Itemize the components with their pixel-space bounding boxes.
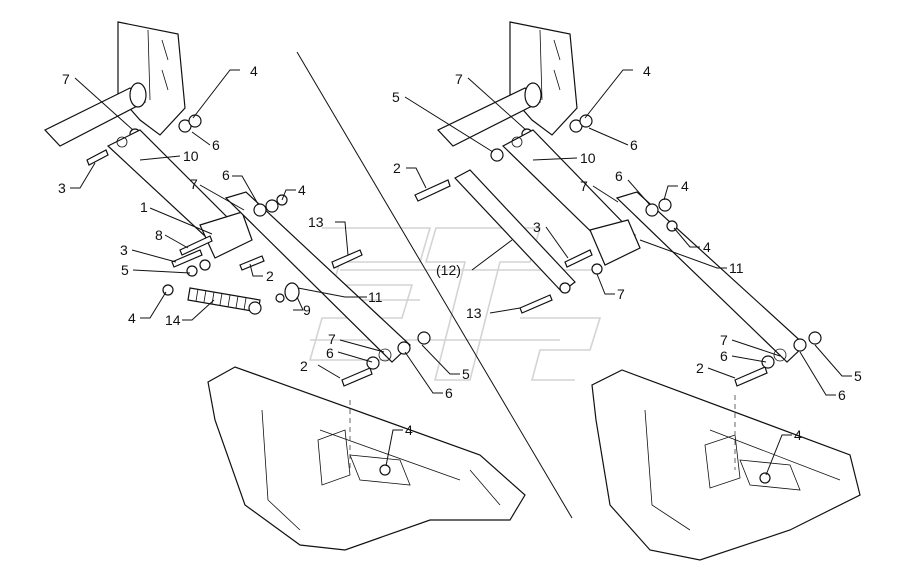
callout-L5b: 5: [462, 366, 470, 382]
callout-R7d: 7: [720, 332, 728, 348]
callout-R7c: 7: [617, 286, 625, 302]
leader-lines: [70, 69, 852, 476]
callout-L1: 1: [140, 199, 148, 215]
callout-R11: 11: [729, 260, 744, 276]
callout-L6d: 6: [445, 385, 453, 401]
callout-R6b: 6: [615, 168, 623, 184]
arm-11-left: [224, 191, 411, 363]
callout-R5a: 5: [392, 89, 400, 105]
callout-L2a: 2: [266, 268, 274, 284]
callout-R6d: 6: [838, 387, 846, 403]
callout-R2b: 2: [696, 360, 704, 376]
callout-L10: 10: [183, 148, 199, 164]
callout-R6a: 6: [630, 137, 638, 153]
left-assembly: [44, 21, 526, 551]
callout-L3b: 3: [120, 242, 128, 258]
bolt-13: [331, 249, 363, 269]
callout-R2a: 2: [393, 160, 401, 176]
callout-L4d: 4: [405, 422, 413, 438]
callout-L4a: 4: [250, 63, 258, 79]
callout-L4c: 4: [128, 310, 136, 326]
callout-R6c: 6: [720, 348, 728, 364]
callout-R12: (12): [436, 262, 461, 278]
callout-L7a: 7: [62, 71, 70, 87]
callout-L13: 13: [308, 214, 324, 230]
callout-L5a: 5: [121, 262, 129, 278]
callout-R13: 13: [466, 305, 482, 321]
callout-L6b: 6: [222, 167, 230, 183]
callout-R7a: 7: [455, 71, 463, 87]
callout-L4b: 4: [298, 182, 306, 198]
callout-L11: 11: [368, 289, 383, 305]
callout-L2b: 2: [300, 358, 308, 374]
bucket-right: [591, 369, 861, 561]
frame-bracket: [117, 21, 186, 136]
right-assembly: [414, 21, 861, 561]
callout-L3a: 3: [58, 180, 66, 196]
callout-R4d: 4: [794, 427, 802, 443]
callout-R3: 3: [533, 219, 541, 235]
plate-1: [199, 211, 253, 259]
callout-L8: 8: [155, 227, 163, 243]
callout-L7c: 7: [328, 331, 336, 347]
callout-L6a: 6: [212, 137, 220, 153]
bolt-3a: [86, 149, 109, 166]
callout-L9: 9: [303, 302, 311, 318]
callout-R4b: 4: [681, 178, 689, 194]
cylinder-12: [454, 169, 576, 293]
callout-L7b: 7: [190, 176, 198, 192]
bucket-left: [207, 366, 526, 551]
callout-R7b: 7: [580, 178, 588, 194]
callout-L14: 14: [165, 312, 181, 328]
callout-R4c: 4: [703, 239, 711, 255]
callout-R5b: 5: [854, 368, 862, 384]
divider-line: [296, 51, 573, 519]
callout-R4a: 4: [643, 63, 651, 79]
callout-R10: 10: [580, 150, 596, 166]
callout-L6c: 6: [326, 345, 334, 361]
callout-labels: 7 4 6 10 3 6 7 4 1 13 8 3 2 5 11 4 14 9 …: [58, 63, 862, 443]
arm-11-right: [615, 191, 806, 363]
frame-bracket-right: [509, 21, 578, 136]
